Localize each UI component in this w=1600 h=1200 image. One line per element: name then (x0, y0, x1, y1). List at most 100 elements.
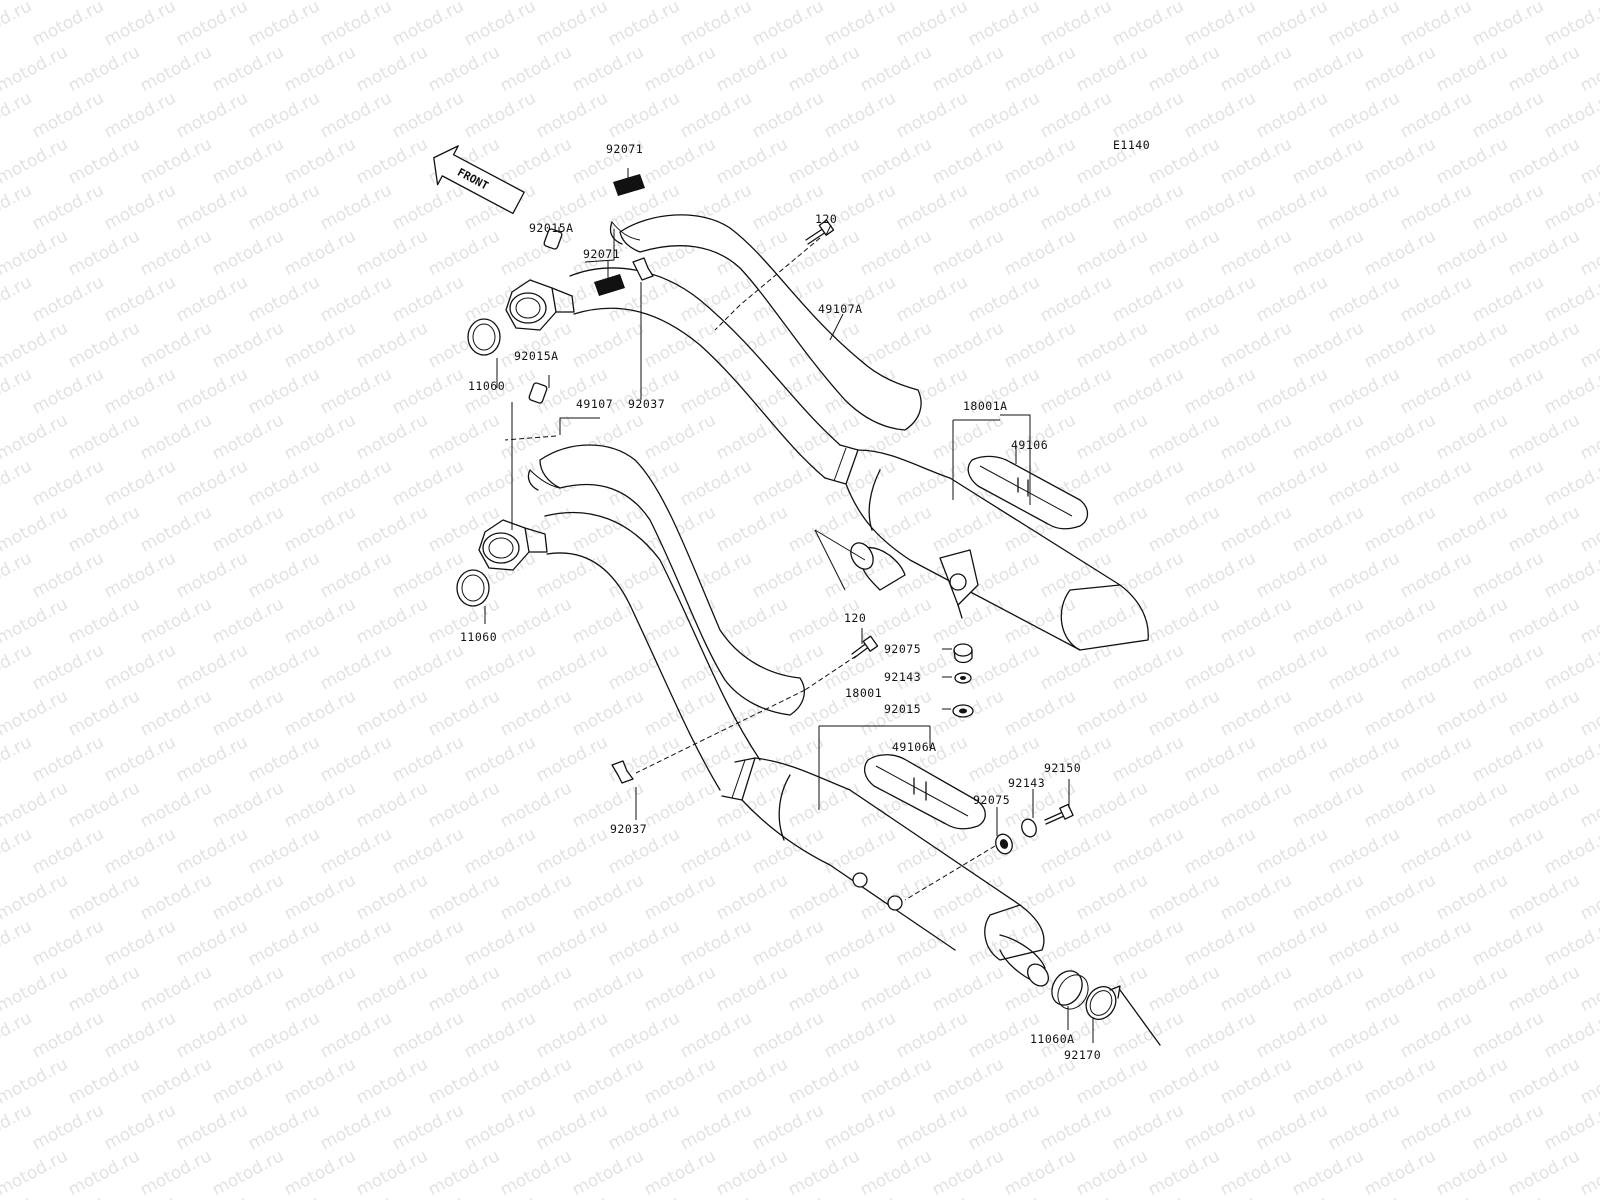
watermark-text: motod.ru (317, 1008, 395, 1062)
watermark-text: motod.ru (425, 410, 503, 464)
watermark-text: motod.ru (353, 502, 431, 556)
watermark-text: motod.ru (0, 1146, 71, 1200)
collar-92015A-top-icon (543, 228, 563, 250)
part-label-92015A-mid[interactable]: 92015A (514, 349, 559, 363)
watermark-text: motod.ru (857, 42, 935, 96)
part-label-120-bottom[interactable]: 120 (844, 611, 866, 625)
watermark-text: motod.ru (1109, 88, 1187, 142)
part-label-92015[interactable]: 92015 (884, 702, 921, 716)
watermark-text: motod.ru (0, 0, 35, 50)
watermark-text: motod.ru (281, 594, 359, 648)
watermark-text: motod.ru (821, 1100, 899, 1154)
watermark-text: motod.ru (1253, 0, 1331, 50)
part-label-49107A[interactable]: 49107A (818, 302, 863, 316)
part-label-92015A-top[interactable]: 92015A (529, 221, 574, 235)
part-label-92071-top[interactable]: 92071 (606, 142, 643, 156)
watermark-text: motod.ru (317, 1192, 395, 1200)
watermark-text: motod.ru (245, 824, 323, 878)
watermark-text: motod.ru (1505, 0, 1583, 4)
watermark-text: motod.ru (1217, 1146, 1295, 1200)
watermark-text: motod.ru (245, 364, 323, 418)
watermark-text: motod.ru (137, 502, 215, 556)
watermark-text: motod.ru (353, 1146, 431, 1200)
watermark-text: motod.ru (1073, 870, 1151, 924)
watermark-text: motod.ru (209, 1146, 287, 1200)
watermark-text: motod.ru (137, 1054, 215, 1108)
part-label-92143-bottom[interactable]: 92143 (1008, 776, 1045, 790)
part-label-120-top[interactable]: 120 (815, 212, 837, 226)
watermark-text: motod.ru (569, 1146, 647, 1200)
watermark-text: motod.ru (1397, 364, 1475, 418)
watermark-text: motod.ru (101, 1008, 179, 1062)
watermark-text: motod.ru (677, 456, 755, 510)
watermark-text: motod.ru (1289, 0, 1367, 4)
watermark-text: motod.ru (317, 456, 395, 510)
watermark-text: motod.ru (1361, 1146, 1439, 1200)
watermark-text: motod.ru (1253, 732, 1331, 786)
part-label-11060-top[interactable]: 11060 (468, 379, 505, 393)
part-label-49106A[interactable]: 49106A (892, 740, 937, 754)
watermark-text: motod.ru (1037, 88, 1115, 142)
watermark-text: motod.ru (1145, 1054, 1223, 1108)
watermark-text: motod.ru (785, 962, 863, 1016)
part-label-11060-bottom[interactable]: 11060 (460, 630, 497, 644)
leader-lines (484, 168, 1161, 1046)
watermark-text: motod.ru (1289, 870, 1367, 924)
watermark-text: motod.ru (0, 1008, 35, 1062)
watermark-text: motod.ru (1577, 594, 1600, 648)
watermark-text: motod.ru (893, 1192, 971, 1200)
part-label-92037-bottom[interactable]: 92037 (610, 822, 647, 836)
watermark-text: motod.ru (1433, 686, 1511, 740)
watermark-text: motod.ru (353, 318, 431, 372)
watermark-text: motod.ru (281, 778, 359, 832)
part-label-92075-top[interactable]: 92075 (884, 642, 921, 656)
watermark-text: motod.ru (1109, 916, 1187, 970)
watermark-text: motod.ru (785, 1146, 863, 1200)
watermark-text: motod.ru (1325, 364, 1403, 418)
watermark-text: motod.ru (1073, 410, 1151, 464)
part-label-92170[interactable]: 92170 (1064, 1048, 1101, 1062)
watermark-text: motod.ru (1361, 594, 1439, 648)
watermark-text: motod.ru (1001, 42, 1079, 96)
watermark-text: motod.ru (1253, 916, 1331, 970)
watermark-text: motod.ru (1433, 594, 1511, 648)
watermark-text: motod.ru (605, 1192, 683, 1200)
watermark-text: motod.ru (533, 88, 611, 142)
part-label-92037-top[interactable]: 92037 (628, 397, 665, 411)
watermark-text: motod.ru (1397, 180, 1475, 234)
watermark-text: motod.ru (65, 962, 143, 1016)
watermark-text: motod.ru (353, 1054, 431, 1108)
watermark-text: motod.ru (1577, 778, 1600, 832)
watermark-text: motod.ru (209, 226, 287, 280)
watermark-text: motod.ru (0, 1192, 35, 1200)
watermark-text: motod.ru (821, 88, 899, 142)
watermark-text: motod.ru (1397, 640, 1475, 694)
watermark-text: motod.ru (425, 1054, 503, 1108)
watermark-text: motod.ru (1361, 410, 1439, 464)
part-label-49107[interactable]: 49107 (576, 397, 613, 411)
watermark-text: motod.ru (0, 42, 71, 96)
part-label-92150[interactable]: 92150 (1044, 761, 1081, 775)
guard-plate-49106-icon (967, 455, 1089, 530)
part-label-11060A[interactable]: 11060A (1030, 1032, 1075, 1046)
watermark-text: motod.ru (101, 824, 179, 878)
bolt-92150-icon (1044, 803, 1074, 825)
watermark-text: motod.ru (533, 916, 611, 970)
watermark-text: motod.ru (857, 318, 935, 372)
watermark-text: motod.ru (1001, 686, 1079, 740)
watermark-text: motod.ru (1577, 0, 1600, 4)
part-label-92143-top[interactable]: 92143 (884, 670, 921, 684)
part-label-18001A[interactable]: 18001A (963, 399, 1008, 413)
watermark-text: motod.ru (0, 548, 35, 602)
watermark-text: motod.ru (1541, 732, 1600, 786)
part-label-49106[interactable]: 49106 (1011, 438, 1048, 452)
watermark-text: motod.ru (965, 1192, 1043, 1200)
watermark-text: motod.ru (929, 226, 1007, 280)
part-label-18001[interactable]: 18001 (845, 686, 882, 700)
watermark-text: motod.ru (1073, 1146, 1151, 1200)
watermark-text: motod.ru (137, 1146, 215, 1200)
watermark-text: motod.ru (317, 88, 395, 142)
watermark-text: motod.ru (245, 88, 323, 142)
part-label-92075-bottom[interactable]: 92075 (973, 793, 1010, 807)
part-label-92071-mid[interactable]: 92071 (583, 247, 620, 261)
